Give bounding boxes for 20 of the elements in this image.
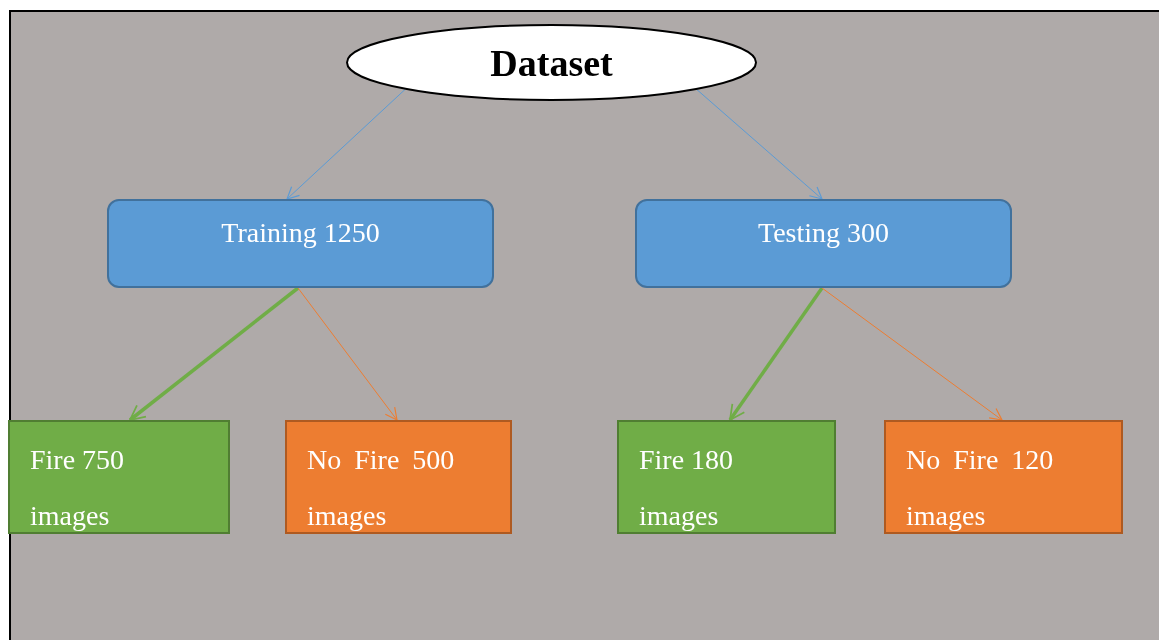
arrow [728, 287, 824, 421]
arrow [128, 286, 300, 422]
arrow [696, 89, 823, 200]
node-label: Training 1250 [220, 217, 381, 249]
ellipse-node [346, 24, 757, 101]
node-label: No Fire 120 images [906, 443, 1055, 533]
arrow [297, 287, 398, 421]
process-box [635, 199, 1012, 288]
category-box [8, 420, 230, 534]
arrow [286, 89, 406, 200]
node-label: Dataset [490, 40, 613, 85]
category-box [884, 420, 1123, 534]
node-label: Testing 300 [757, 217, 890, 249]
node-label: Fire 180 images [639, 443, 735, 533]
node-label: No Fire 500 images [307, 443, 456, 533]
category-box [285, 420, 512, 534]
node-label: Fire 750 images [30, 443, 126, 533]
process-box [107, 199, 494, 288]
category-box [617, 420, 836, 534]
arrow [821, 287, 1003, 421]
